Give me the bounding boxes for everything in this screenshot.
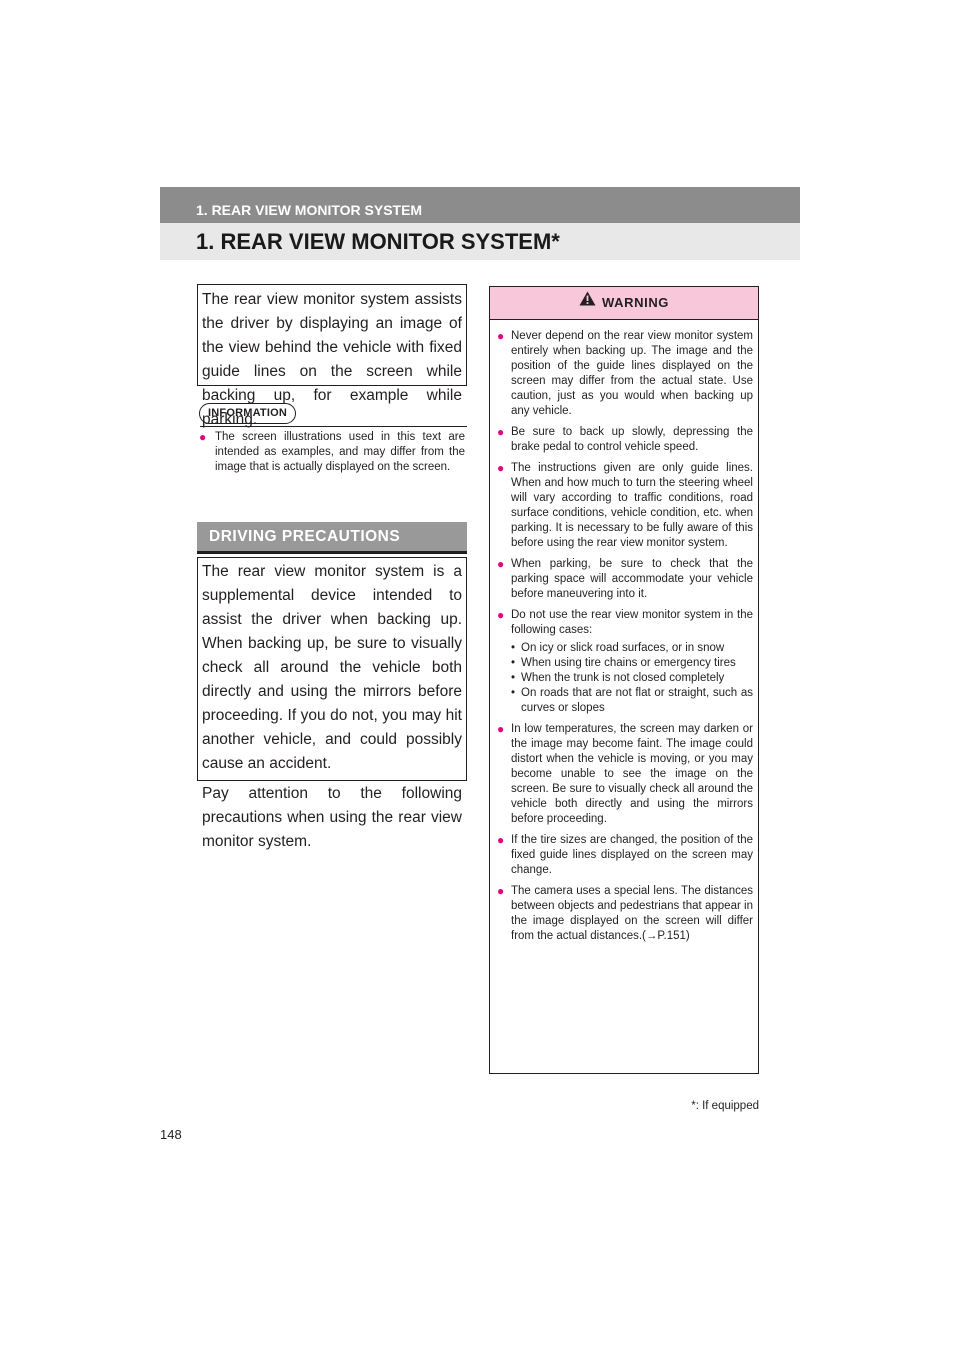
warning-item: ● In low temperatures, the screen may da…: [497, 722, 753, 825]
warning-cases-list: •On icy or slick road surfaces, or in sn…: [511, 641, 753, 716]
warning-box: WARNING ● Never depend on the rear view …: [489, 286, 759, 1074]
driving-precautions-heading: DRIVING PRECAUTIONS: [197, 522, 467, 554]
warning-item: ● Be sure to back up slowly, depressing …: [497, 425, 753, 453]
information-list: ● The screen illustrations used in this …: [199, 430, 465, 475]
warning-header: WARNING: [490, 287, 758, 320]
warning-case-item: •On icy or slick road surfaces, or in sn…: [511, 642, 725, 654]
information-divider: [200, 426, 467, 427]
information-label: INFORMATION: [199, 403, 296, 424]
intro-box: The rear view monitor system assists the…: [197, 284, 467, 428]
bullet-icon: ●: [497, 608, 505, 622]
warning-case-item: •On roads that are not flat or straight,…: [511, 687, 753, 714]
warning-list: ● Never depend on the rear view monitor …: [490, 320, 758, 944]
information-item: ● The screen illustrations used in this …: [199, 430, 465, 473]
section-header: 1. REAR VIEW MONITOR SYSTEM: [160, 187, 800, 223]
warning-item: ● If the tire sizes are changed, the pos…: [497, 833, 753, 876]
warning-item: ● Do not use the rear view monitor syste…: [497, 608, 753, 716]
footnote: *: If equipped: [691, 1100, 759, 1112]
warning-label: WARNING: [601, 295, 670, 310]
warning-triangle-icon: [579, 286, 596, 318]
driving-precautions-paragraph: The rear view monitor system is a supple…: [202, 563, 462, 772]
bullet-icon: ●: [199, 430, 207, 444]
bullet-icon: ●: [497, 329, 505, 343]
driving-precautions-box: The rear view monitor system is a supple…: [197, 557, 467, 850]
page-title: 1. REAR VIEW MONITOR SYSTEM*: [160, 223, 800, 260]
warning-item: ● The instructions given are only guide …: [497, 461, 753, 549]
bullet-icon: ●: [497, 884, 505, 898]
driving-precautions-paragraph: Pay attention to the following precautio…: [202, 785, 462, 850]
warning-item: ● The camera uses a special lens. The di…: [497, 884, 753, 942]
page-number: 148: [160, 1127, 182, 1142]
bullet-icon: ●: [497, 425, 505, 439]
warning-item: ● When parking, be sure to check that th…: [497, 557, 753, 600]
warning-item: ● Never depend on the rear view monitor …: [497, 329, 753, 417]
bullet-icon: ●: [497, 722, 505, 736]
bullet-icon: ●: [497, 833, 505, 847]
warning-case-item: •When using tire chains or emergency tir…: [511, 657, 736, 669]
warning-case-item: •When the trunk is not closed completely: [511, 672, 725, 684]
bullet-icon: ●: [497, 461, 505, 475]
bullet-icon: ●: [497, 557, 505, 571]
